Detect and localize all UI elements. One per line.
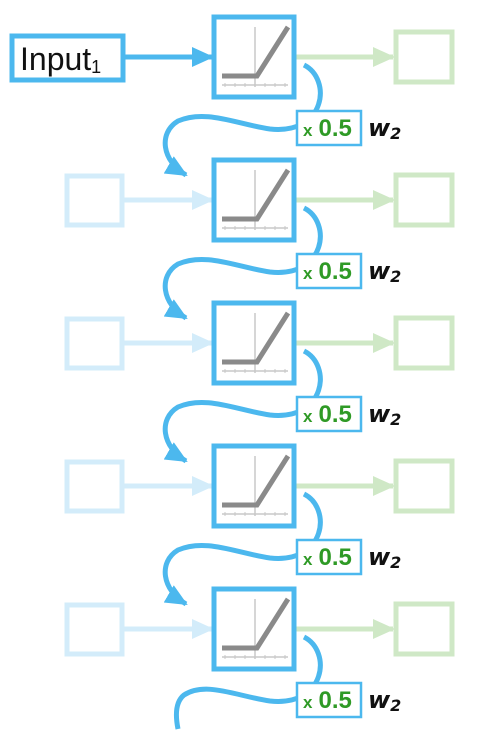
multiplier-box (295, 252, 363, 290)
weight-subscript: 2 (390, 696, 401, 715)
multiplier-label: x 0.5 (303, 401, 352, 428)
multiplier-label: x 0.5 (303, 544, 352, 571)
relu-curve (222, 25, 291, 79)
relu-curve (222, 311, 291, 365)
relu-box (211, 443, 297, 529)
multiplier-label: x 0.5 (303, 687, 352, 714)
multiplier-value: 0.5 (318, 115, 351, 142)
faded-input-box (64, 459, 125, 514)
faded-output-box (393, 29, 455, 85)
faded-input-box (64, 173, 125, 228)
recurrent-loop-arrow (162, 205, 323, 321)
faded-input-box (64, 602, 125, 657)
relu-curve (222, 168, 291, 222)
weight-symbol: w (368, 257, 391, 285)
relu-curve (222, 597, 291, 651)
relu-curve (222, 454, 291, 508)
weight-symbol: w (368, 400, 391, 428)
multiplier-box (295, 538, 363, 576)
weight-label: w2 (368, 686, 401, 715)
relu-box (211, 300, 297, 386)
relu-box (211, 14, 297, 100)
faded-output-box (393, 315, 455, 371)
faded-output-box (393, 601, 455, 657)
weight-subscript: 2 (390, 124, 401, 143)
weight-subscript: 2 (390, 553, 401, 572)
multiplier-prefix: x (303, 407, 313, 426)
weight-label: w2 (368, 114, 401, 143)
input-label: Input1 (20, 41, 101, 77)
weight-symbol: w (368, 543, 391, 571)
weight-subscript: 2 (390, 267, 401, 286)
relu-node (211, 586, 297, 672)
relu-box (211, 586, 297, 672)
multiplier-value: 0.5 (318, 687, 351, 714)
weight-subscript: 2 (390, 410, 401, 429)
weight-label: w2 (368, 543, 401, 572)
multiplier-box (295, 681, 363, 719)
multiplier-box (295, 395, 363, 433)
recurrent-loop-arrow (162, 348, 323, 464)
faded-output-box (393, 458, 455, 514)
faded-input-box (64, 316, 125, 371)
multiplier-label: x 0.5 (303, 115, 352, 142)
multiplier-prefix: x (303, 693, 313, 712)
relu-box (211, 157, 297, 243)
multiplier-value: 0.5 (318, 401, 351, 428)
multiplier-value: 0.5 (318, 544, 351, 571)
relu-node (211, 443, 297, 529)
multiplier-value: 0.5 (318, 258, 351, 285)
weight-symbol: w (368, 686, 391, 714)
recurrent-loop-arrow (162, 491, 323, 607)
multiplier-prefix: x (303, 264, 313, 283)
faded-output-box (393, 172, 455, 228)
recurrent-loop-arrow (173, 634, 323, 730)
multiplier-prefix: x (303, 550, 313, 569)
relu-node (211, 300, 297, 386)
relu-node (211, 157, 297, 243)
multiplier-label: x 0.5 (303, 258, 352, 285)
recurrent-loop-arrow (162, 62, 323, 178)
multiplier-prefix: x (303, 121, 313, 140)
weight-label: w2 (368, 400, 401, 429)
relu-node (211, 14, 297, 100)
weight-label: w2 (368, 257, 401, 286)
multiplier-box (295, 109, 363, 147)
input-node: Input1 (9, 33, 126, 83)
weight-symbol: w (368, 114, 391, 142)
